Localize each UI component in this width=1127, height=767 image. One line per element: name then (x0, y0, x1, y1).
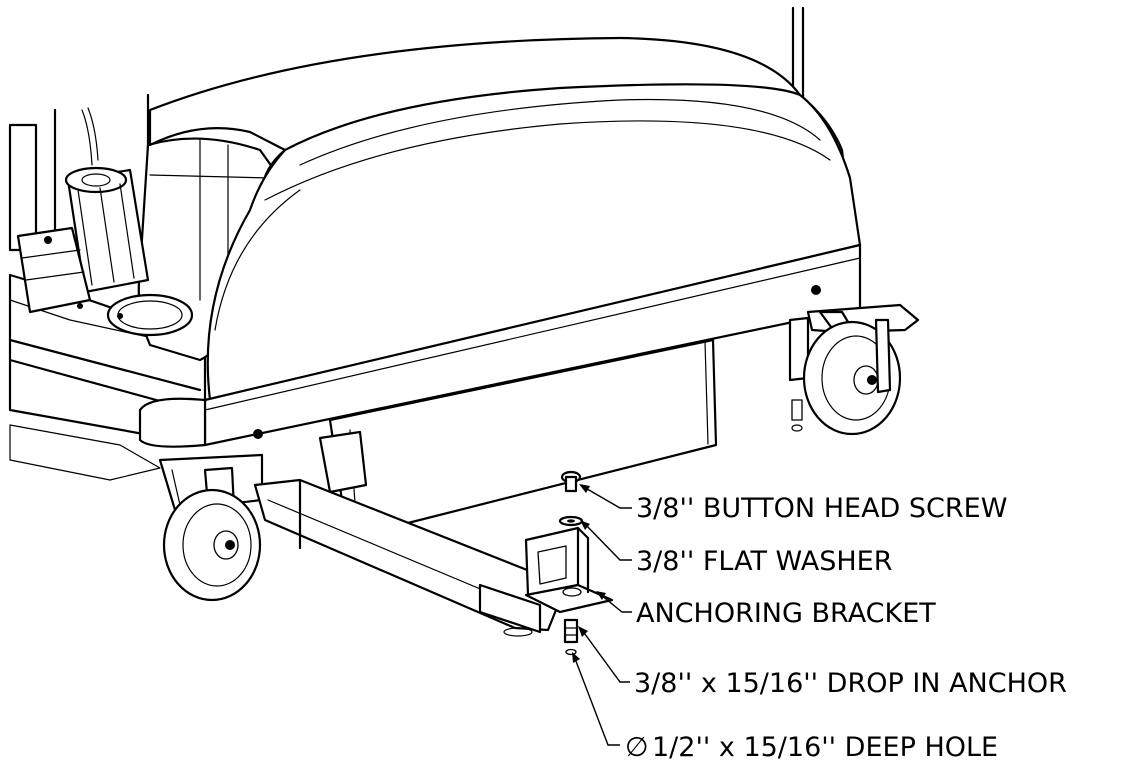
mast (791, 6, 805, 102)
deep-hole[interactable] (565, 648, 577, 656)
actuator-motor (16, 166, 150, 319)
callout-anchor: 3/8'' x 15/16'' DROP IN ANCHOR (634, 668, 1067, 699)
callout-leaders (572, 484, 632, 746)
callout-labels: 3/8'' BUTTON HEAD SCREW 3/8'' FLAT WASHE… (625, 493, 1067, 763)
callout-washer: 3/8'' FLAT WASHER (636, 546, 892, 577)
button-head-screw[interactable] (560, 470, 582, 493)
callout-hole: 1/2'' x 15/16'' DEEP HOLE (652, 732, 998, 763)
right-caster (788, 303, 920, 436)
flat-washer[interactable] (558, 515, 584, 527)
leg-arm (253, 478, 567, 637)
callout-screw: 3/8'' BUTTON HEAD SCREW (636, 493, 1007, 524)
lower-panel (9, 338, 718, 527)
main-housing (138, 36, 862, 448)
hardware-stack (558, 470, 584, 656)
seat-basin (106, 137, 287, 362)
diameter-symbol: ∅ (625, 732, 649, 763)
anchoring-bracket[interactable] (524, 526, 614, 614)
drop-in-anchor[interactable] (563, 618, 579, 644)
callout-bracket: ANCHORING BRACKET (636, 598, 936, 629)
left-caster (158, 453, 264, 602)
